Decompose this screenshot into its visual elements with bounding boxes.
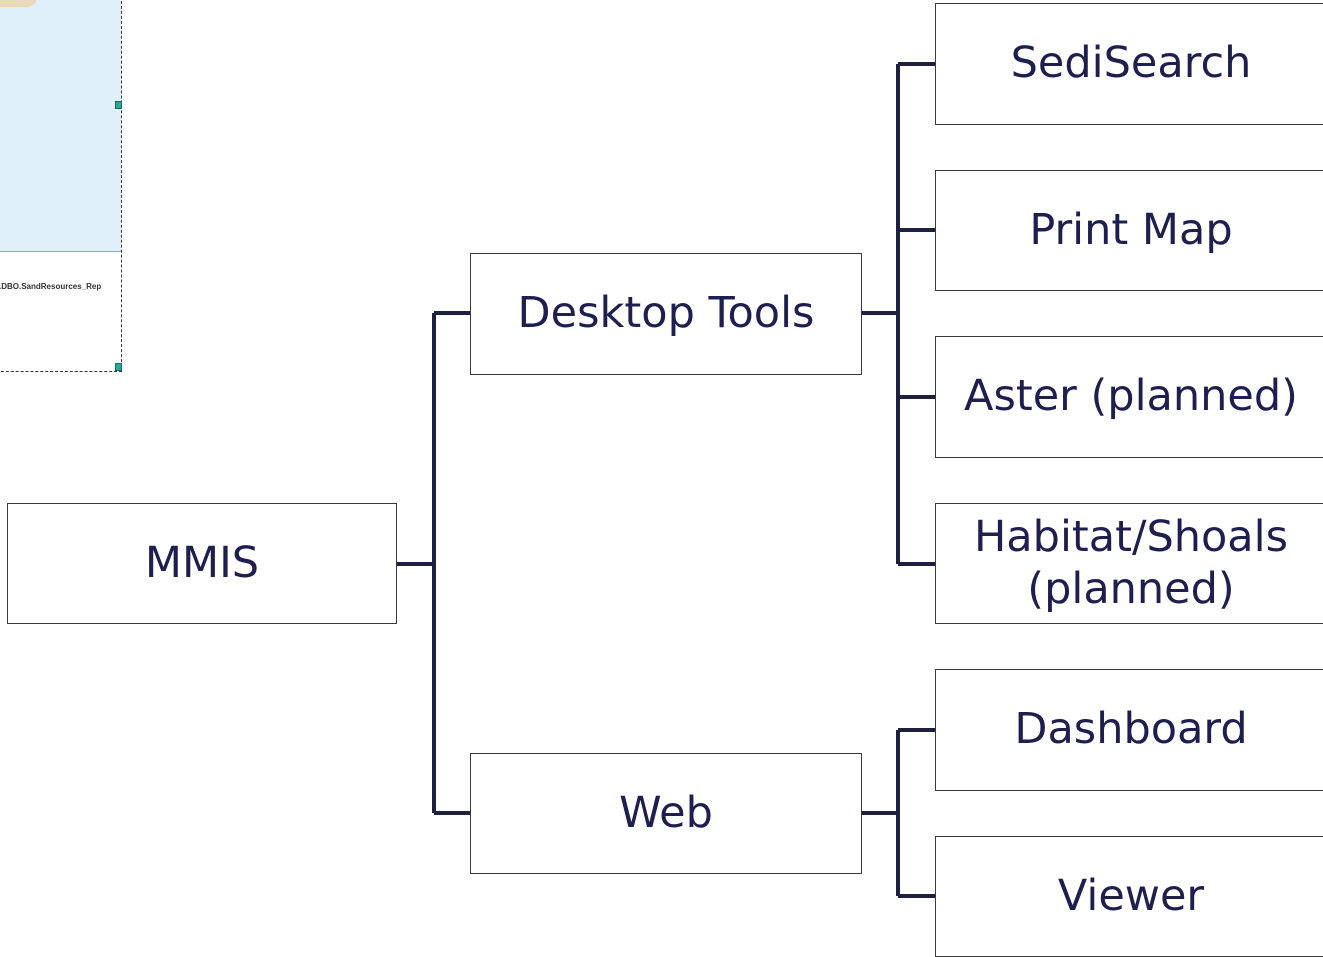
map-layer-caption: .DBO.SandResources_Rep [0, 282, 102, 291]
node-print-map-label: Print Map [1029, 204, 1233, 255]
map-corner-handle [115, 363, 122, 371]
node-dashboard: Dashboard [935, 669, 1323, 791]
node-desktop-tools-label: Desktop Tools [517, 288, 815, 339]
node-print-map: Print Map [935, 170, 1323, 291]
node-mmis-label: MMIS [144, 537, 260, 588]
map-thumbnail: .DBO.SandResources_Rep [0, 0, 122, 372]
node-web: Web [470, 753, 862, 874]
map-land-area [0, 0, 37, 7]
node-mmis: MMIS [7, 503, 397, 624]
node-sedisearch: SediSearch [935, 3, 1323, 125]
node-desktop-tools: Desktop Tools [470, 253, 862, 375]
node-viewer-label: Viewer [1057, 870, 1205, 921]
node-dashboard-label: Dashboard [1014, 704, 1248, 755]
node-web-label: Web [619, 787, 713, 838]
map-water-area [0, 0, 121, 252]
node-habitat-shoals-line1: Habitat/Shoals [973, 511, 1289, 562]
node-sedisearch-label: SediSearch [1010, 38, 1252, 89]
map-resize-handle [115, 101, 122, 109]
node-habitat-shoals: Habitat/Shoals (planned) [935, 503, 1323, 624]
node-habitat-shoals-line2: (planned) [1027, 563, 1235, 614]
node-aster: Aster (planned) [935, 336, 1323, 458]
node-aster-label: Aster (planned) [964, 371, 1298, 422]
node-viewer: Viewer [935, 836, 1323, 957]
